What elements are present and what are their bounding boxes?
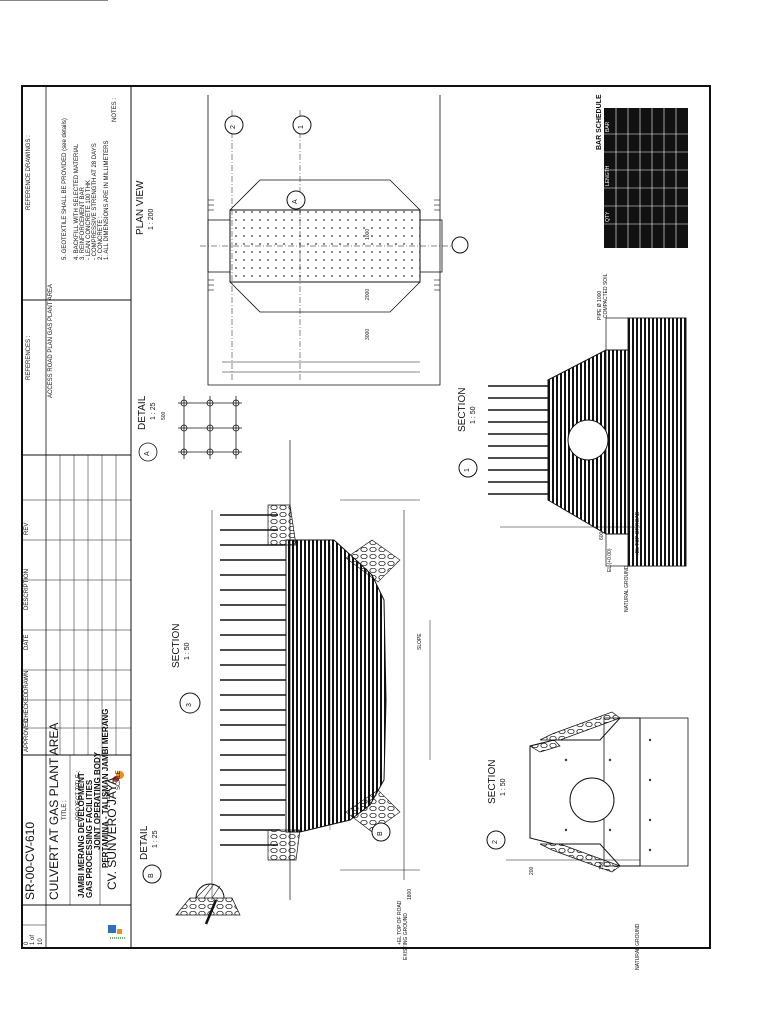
title-block — [22, 86, 132, 948]
notes-label: NOTES : — [112, 97, 118, 122]
section-3-longitudinal — [179, 440, 431, 900]
detail-a-title: DETAIL — [137, 395, 148, 430]
dim-1800: 1800 — [407, 888, 413, 900]
note-line: - COMPRESSIVE STRENGTH AT 28 DAYS — [92, 143, 98, 260]
bar-schedule-header: QTY — [605, 211, 611, 222]
bar-schedule-table — [604, 108, 688, 248]
joint-operating-logo — [113, 771, 124, 782]
client-logo — [108, 925, 125, 939]
detail-a-marker: A — [144, 451, 151, 456]
dim-2000: 2000 — [365, 288, 371, 300]
note-line: 5. GEOTEXTILE SHALL BE PROVIDED (see det… — [62, 118, 68, 260]
callout-2: 2 — [230, 125, 237, 129]
section-1-scale: 1 : 50 — [470, 406, 477, 424]
detail-b-scale: 1 : 25 — [152, 830, 159, 848]
section-1-marker: 1 — [464, 468, 471, 472]
annotation-natural-ground: NATURAL GROUND — [624, 565, 630, 612]
dim-1000: 1000 — [365, 228, 371, 240]
annotation-top-of-road: +EL TOP OF ROAD — [635, 511, 641, 556]
project-title-line2: GAS PROCESSING FACILITIES — [85, 779, 94, 898]
approved-label: APPROVED — [24, 718, 30, 752]
description-label: DESCRIPTION — [24, 568, 30, 610]
date-label: DATE — [24, 634, 30, 650]
annotation-road-top-2: +EL TOP OF ROAD — [397, 900, 403, 945]
sheet-number: 1 of — [30, 934, 36, 945]
annotation-compacted-soil: COMPACTED SOIL — [603, 273, 609, 318]
annotation-natural-ground-2: NATURAL GROUND — [635, 923, 641, 970]
revision-number: 0 — [24, 941, 30, 945]
dim-150: 150 — [599, 861, 605, 870]
drawing-number: SR-00-CV-610 — [23, 821, 37, 900]
references-label: REFERENCES : — [26, 335, 32, 380]
detail-b-marker: B — [148, 873, 155, 878]
scale-label: SCALE — [116, 770, 122, 790]
drawing-title-label: TITLE : — [62, 800, 68, 820]
note-line: - LEAN CONCRETE 100 THK — [86, 180, 92, 260]
reference-text: ACCESS ROAD PLAN GAS PLANT AREA — [48, 284, 54, 398]
dim-500: 500 — [161, 411, 167, 420]
callout-a: A — [292, 199, 299, 204]
note-line: 2. CONCRETE : — [98, 216, 104, 260]
annotation-existing-ground: EXISTING GROUND — [403, 913, 409, 960]
drawn-label: DRAWN — [24, 670, 30, 693]
section-2-scale: 1 : 50 — [500, 778, 507, 796]
dim-3000: 3000 — [365, 328, 371, 340]
scale-value: 1 : 100 — [106, 789, 112, 808]
plan-view-title: PLAN VIEW — [135, 180, 146, 235]
plan-view — [0, 0, 469, 386]
section-2-marker: 2 — [492, 840, 499, 844]
dim-600: 600 — [599, 531, 605, 540]
annotation-pipe: PIPE Ø 1000 — [597, 290, 603, 320]
section-1 — [458, 317, 687, 567]
section-3-scale: 1 : 50 — [184, 642, 191, 660]
note-line: 3. REINFORCEMENT BAR — [80, 187, 86, 260]
section-2-title: SECTION — [487, 759, 498, 804]
section-3-marker: 3 — [186, 703, 193, 707]
drawing-title: CULVERT AT GAS PLANT AREA — [47, 722, 61, 900]
detail-b — [142, 864, 241, 925]
dim-200: 200 — [529, 866, 535, 875]
section-2 — [486, 711, 689, 873]
plan-view-scale: 1 : 200 — [148, 208, 155, 230]
note-line: 1. ALL DIMENSIONS ARE IN MILLIMETERS — [104, 140, 110, 260]
detail-a-scale: 1 : 25 — [150, 402, 157, 420]
revision-table — [22, 455, 131, 755]
detail-b-title: DETAIL — [139, 825, 150, 860]
rev-label: REV — [24, 522, 30, 535]
section-3-title: SECTION — [171, 623, 182, 668]
sheet-border — [21, 85, 711, 949]
reference-drawings-label: REFERENCE DRAWINGS : — [26, 135, 32, 210]
bar-schedule-header: BAR — [605, 121, 611, 132]
bar-schedule-header: LENGTH — [605, 165, 611, 186]
detail-a-grid — [138, 396, 242, 462]
annotation-el: EL.(+0.00) — [607, 548, 613, 573]
checked-label: CHECKED — [24, 692, 30, 722]
bar-schedule-title: BAR SCHEDULE — [596, 94, 603, 150]
sheet-total: 10 — [38, 938, 44, 945]
section-1-title: SECTION — [457, 387, 468, 432]
callout-b: B — [377, 831, 384, 836]
callout-1: 1 — [298, 125, 305, 129]
annotation-slope: SLOPE — [417, 633, 423, 650]
note-line: 4. BACKFILL WITH SELECTED MATERIAL — [74, 143, 80, 260]
